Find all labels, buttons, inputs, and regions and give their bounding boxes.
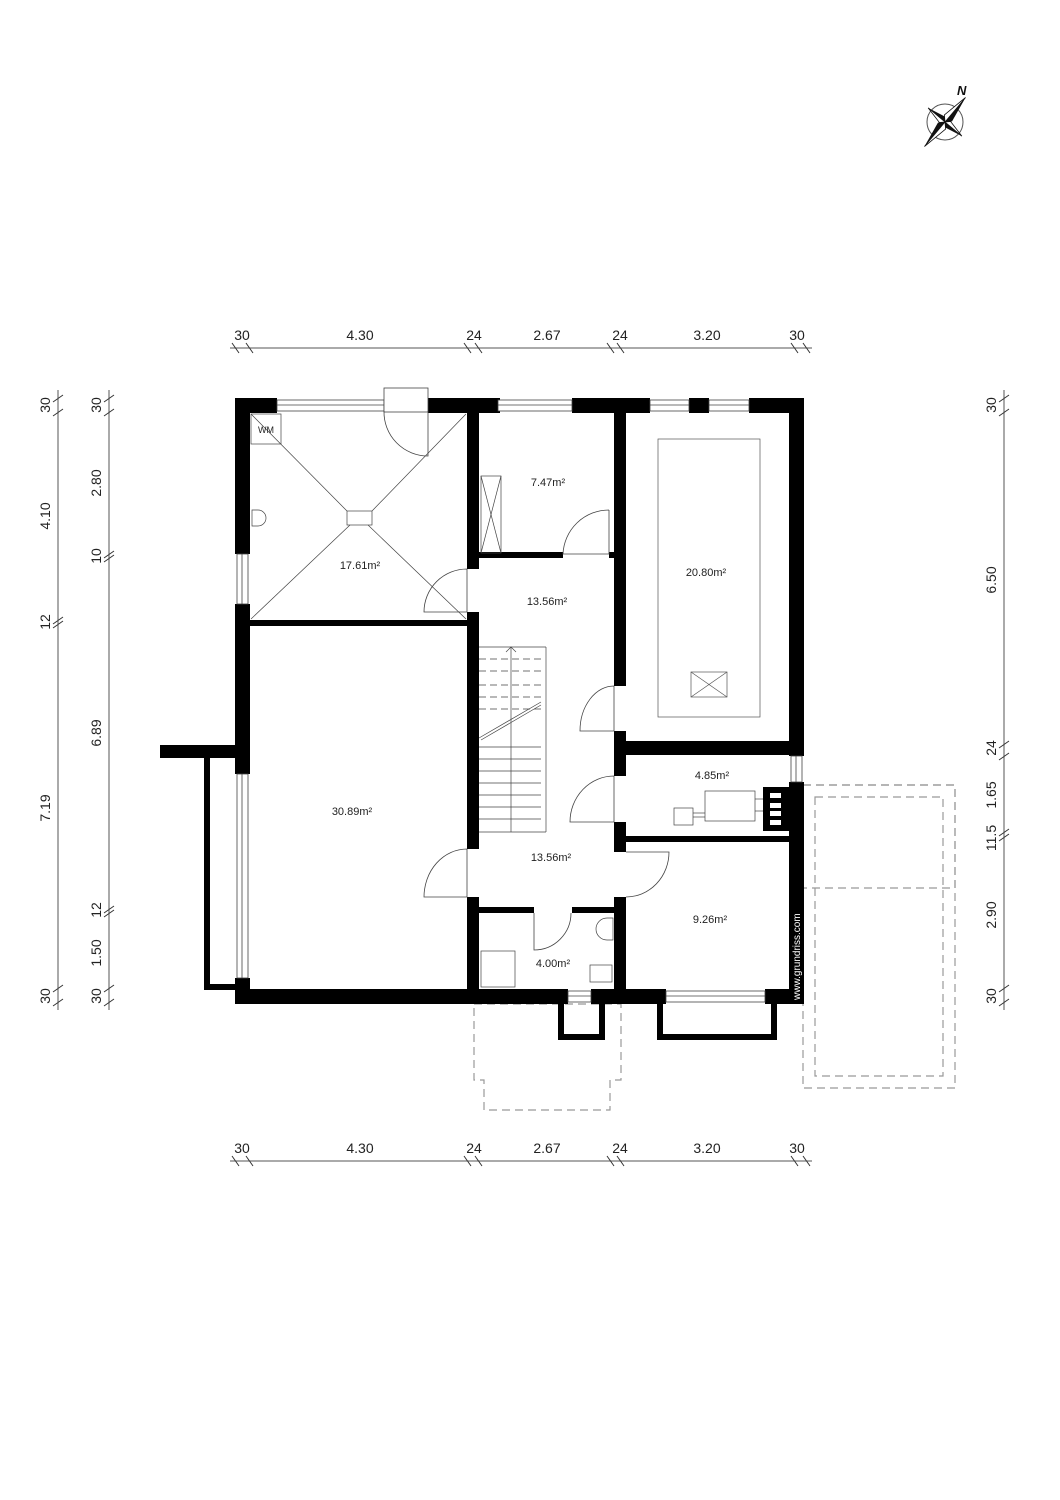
walls [160, 398, 804, 1040]
laundry-drain-lines [250, 413, 467, 620]
patio-outline [802, 784, 956, 1089]
room-area-hall-lower: 13.56m² [531, 852, 572, 864]
dim-bottom-wall: 30 [789, 1140, 805, 1156]
windows [236, 399, 803, 1003]
dimension-top [230, 342, 812, 354]
dim-top-wall: 24 [466, 327, 482, 343]
dim-left-inner: 12 [88, 902, 104, 918]
dimension-left-outer [52, 390, 64, 1010]
storage-shelf [480, 475, 502, 554]
dim-top-wall: 24 [612, 327, 628, 343]
toilet-icon [589, 964, 613, 983]
dim-left-inner: 6.89 [88, 719, 104, 746]
dim-bottom-span: 2.67 [533, 1140, 560, 1156]
bath-sink-icon [595, 917, 614, 941]
dim-top-span: 2.67 [533, 327, 560, 343]
room-area-storage: 7.47m² [531, 477, 566, 489]
sink-icon [251, 509, 267, 527]
dim-top-span: 4.30 [346, 327, 373, 343]
shower-tray [480, 950, 516, 988]
dim-right: 6.50 [983, 566, 999, 593]
dim-right: 30 [983, 397, 999, 413]
heating-equipment [673, 790, 763, 826]
dim-top-wall: 30 [234, 327, 250, 343]
garage-car-outline [657, 438, 761, 718]
room-area-hall-upper: 13.56m² [527, 596, 568, 608]
dim-left-outer: 12 [37, 614, 53, 630]
dim-left-inner: 2.80 [88, 469, 104, 496]
washing-machine-label: WM [258, 425, 274, 435]
dim-left-inner: 10 [88, 548, 104, 564]
dim-top-wall: 30 [789, 327, 805, 343]
room-area-room: 9.26m² [693, 914, 728, 926]
dimension-right [998, 390, 1010, 1010]
dim-top-span: 3.20 [693, 327, 720, 343]
room-area-utility: 4.85m² [695, 770, 730, 782]
staircase [478, 646, 547, 833]
dim-right: 11.5 [983, 825, 999, 851]
terrace-outline [473, 784, 956, 1111]
dimension-bottom [230, 1155, 812, 1167]
bath-fixtures [480, 917, 614, 988]
dim-left-inner: 1.50 [88, 939, 104, 966]
credit-text: www.grundriss.com [792, 913, 803, 1001]
dim-left-outer: 4.10 [37, 502, 53, 529]
room-area-garage: 20.80m² [686, 567, 727, 579]
door-laundry-entry [383, 410, 429, 457]
dim-right: 2.90 [983, 901, 999, 928]
dim-left-outer: 7.19 [37, 794, 53, 821]
dimension-left-inner [103, 390, 115, 1010]
dim-bottom-wall: 24 [612, 1140, 628, 1156]
dim-left-outer: 30 [37, 988, 53, 1004]
dim-right: 24 [983, 740, 999, 756]
dim-bottom-wall: 24 [466, 1140, 482, 1156]
boiler-unit [770, 793, 781, 825]
room-area-living: 30.89m² [332, 806, 373, 818]
dim-left-inner: 30 [88, 397, 104, 413]
dim-left-inner: 30 [88, 988, 104, 1004]
room-area-laundry: 17.61m² [340, 560, 381, 572]
dim-right: 30 [983, 988, 999, 1004]
entrance-door-frame [383, 387, 429, 413]
compass-north-label: N [957, 83, 967, 98]
doors[interactable] [383, 410, 670, 951]
compass-icon: N [924, 83, 967, 147]
dim-bottom-wall: 30 [234, 1140, 250, 1156]
washing-machine [250, 413, 282, 445]
dim-bottom-span: 4.30 [346, 1140, 373, 1156]
dim-right: 1.65 [983, 781, 999, 808]
room-area-bath: 4.00m² [536, 958, 571, 970]
dim-left-outer: 30 [37, 397, 53, 413]
dim-bottom-span: 3.20 [693, 1140, 720, 1156]
